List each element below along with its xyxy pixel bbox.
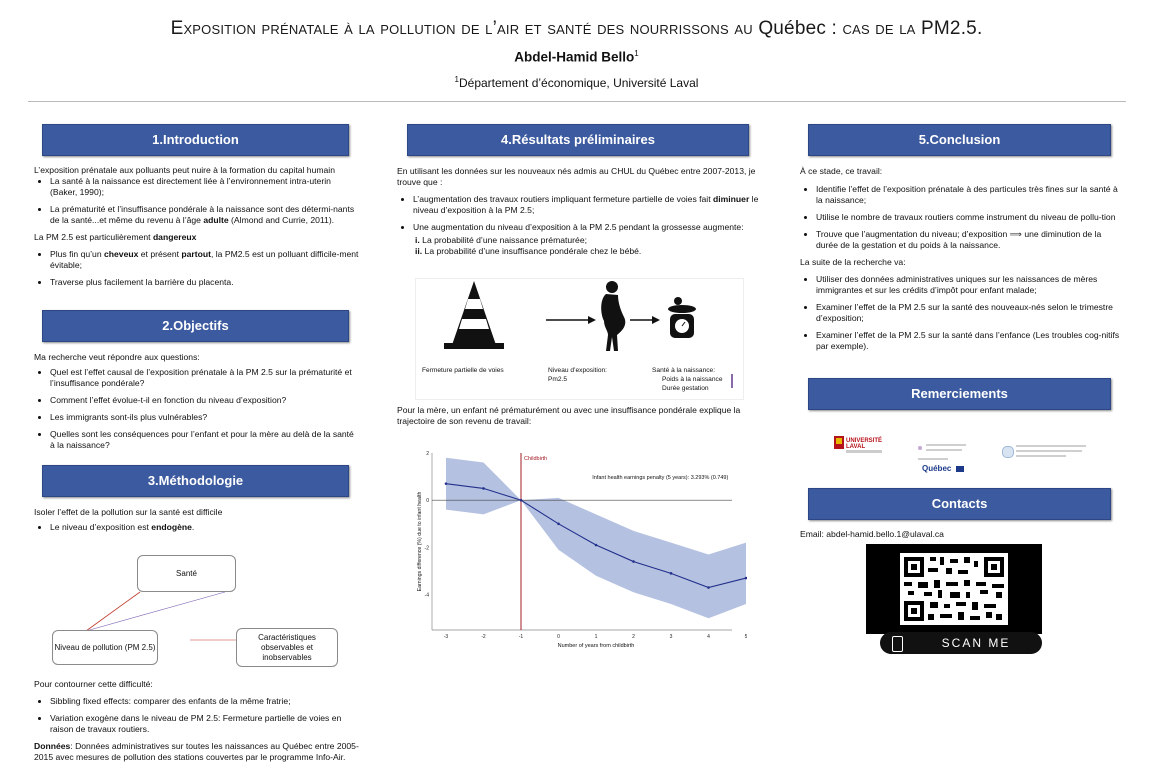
objectif-bullet: Les immigrants sont-ils plus vulnérables…: [50, 412, 360, 423]
chart-y-label: Earnings difference (%) due to infant he…: [417, 492, 423, 592]
chart-point: [557, 522, 560, 526]
diagram-box-pollution: Niveau de pollution (PM 2.5): [52, 630, 158, 665]
objectif-bullet: Quel est l’effet causal de l’exposition …: [50, 367, 360, 389]
methodologie-bullet: Variation exogène dans le niveau de PM 2…: [50, 713, 360, 735]
chart-point: [482, 487, 485, 490]
diagram-arrow: [85, 591, 226, 632]
quebec-fund-logo: Québec: [918, 444, 978, 474]
chart-x-tick-label: 1: [595, 634, 598, 640]
chart-confidence-band: [446, 457, 746, 619]
chart-childbirth-label: Childbirth: [524, 456, 547, 462]
chart-x-tick-label: 2: [632, 634, 635, 640]
author-name: Abdel-Hamid Bello1: [514, 49, 639, 65]
conclusion-bullet: Utiliser des données administratives uni…: [816, 274, 1120, 296]
pregnant-woman-icon: [601, 281, 626, 351]
conclusion-bullet: Trouve que l’augmentation du niveau; d’e…: [816, 229, 1120, 251]
chart-x-tick-label: 5: [745, 634, 747, 640]
figure-label-exposition-title: Niveau d’exposition:: [548, 367, 608, 374]
diagram-arrow: [85, 591, 141, 632]
section-header-resultats: 4.Résultats préliminaires: [407, 124, 749, 156]
methodologie-text: Isoler l’effet de la pollution sur la sa…: [34, 507, 360, 539]
chart-x-tick-label: 4: [707, 634, 710, 640]
resultat-bullet: L’augmentation des travaux routiers impl…: [413, 194, 763, 216]
conclusion-bullet: Examiner l’effet de la PM 2.5 sur la san…: [816, 330, 1120, 352]
objectif-bullet: Quelles sont les conséquences pour l’enf…: [50, 429, 360, 451]
contact-email[interactable]: Email: abdel-hamid.bello.1@ulaval.ca: [800, 529, 944, 539]
illustration-figure: Fermeture partielle de voies Niveau d’ex…: [415, 278, 744, 400]
intro-bullet: La prématurité et l’insuffisance pondéra…: [50, 204, 360, 226]
chart-point: [744, 576, 748, 580]
figure-label-poids: Poids à la naissance: [662, 376, 723, 383]
poster-title: Exposition prénatale à la pollution de l…: [170, 18, 983, 39]
chart-y-tick-label: -2: [425, 545, 430, 551]
figure-label-fermeture: Fermeture partielle de voies: [422, 367, 504, 374]
figure-marker: [731, 374, 733, 388]
section-header-introduction: 1.Introduction: [42, 124, 349, 156]
chart-point: [444, 482, 448, 485]
chart-x-tick-label: -3: [444, 634, 449, 640]
section-header-remerciements: Remerciements: [808, 378, 1111, 410]
chart-y-tick-label: 0: [426, 498, 429, 504]
chart-x-tick-label: -2: [481, 634, 486, 640]
earnings-chart: Childbirth -3 -2 -1 0 1 2 3 4 5 2 0 -2 -4 Infant healt…: [412, 448, 748, 649]
chart-x-tick-label: -1: [519, 634, 524, 640]
chart-point: [519, 498, 523, 502]
qr-code-icon: [900, 553, 1008, 625]
conclusion-bullet: Utilise le nombre de travaux routiers co…: [816, 212, 1120, 223]
flow-arrow-head: [588, 316, 596, 324]
chart-y-tick-label: 2: [426, 451, 429, 457]
chart-point: [669, 572, 673, 575]
methodologie-text-2: Pour contourner cette difficulté: Sibbli…: [34, 679, 360, 763]
scan-me-label: SCAN ME: [941, 636, 1011, 650]
universite-laval-logo: UNIVERSITÉ LAVAL: [834, 434, 882, 458]
section-header-objectifs: 2.Objectifs: [42, 310, 349, 342]
chart-x-label: Number of years from childbirth: [558, 643, 635, 648]
objectifs-text: Ma recherche veut répondre aux questions…: [34, 352, 360, 457]
conclusion-text: À ce stade, ce travail: Identifie l’effe…: [800, 166, 1120, 358]
resultats-text-2: Pour la mère, un enfant né prématurément…: [397, 405, 741, 426]
traffic-cone-icon: [444, 281, 504, 349]
resultats-text: En utilisant les données sur les nouveau…: [397, 166, 763, 257]
intro-bullet: La santé à la naissance est directement …: [50, 176, 360, 198]
chart-point: [707, 586, 710, 589]
intro-bullet: Plus fin qu’un cheveux et présent partou…: [50, 249, 360, 271]
baby-scale-icon: [668, 297, 696, 338]
scan-me-button[interactable]: SCAN ME: [880, 632, 1042, 654]
earnings-chart-svg: Childbirth -3 -2 -1 0 1 2 3 4 5 2 0 -2 -4 Infant healt…: [417, 451, 748, 649]
chart-point: [594, 543, 598, 547]
resultat-bullet: Une augmentation du niveau d’exposition …: [413, 222, 763, 233]
flow-arrow-head: [652, 316, 660, 324]
objectif-bullet: Comment l’effet évolue-t-il en fonction …: [50, 395, 360, 406]
figure-label-gestation: Durée gestation: [662, 385, 709, 392]
section-header-methodologie: 3.Méthodologie: [42, 465, 349, 497]
affiliation: 1Département d’économique, Université La…: [454, 75, 699, 90]
introduction-text: L’exposition prénatale aux polluants peu…: [34, 165, 360, 294]
figure-label-exposition-value: Pm2.5: [548, 376, 568, 383]
chart-y-tick-label: -4: [425, 593, 430, 599]
chart-point: [632, 560, 635, 563]
methodologie-bullet: Le niveau d’exposition est endogène.: [50, 522, 360, 533]
diagram-box-caracteristiques: Caractéristiques observables et inobserv…: [236, 628, 338, 667]
chart-x-tick-label: 0: [557, 634, 560, 640]
conclusion-bullet: Identifie l’effet de l’exposition prénat…: [816, 184, 1120, 206]
header-divider: [28, 101, 1126, 102]
figure-label-sante-title: Santé à la naissance:: [652, 367, 716, 374]
section-header-conclusion: 5.Conclusion: [808, 124, 1111, 156]
chart-annotation: Infant health earnings penalty (5 years)…: [592, 475, 728, 481]
intro-bullet: Traverse plus facilement la barrière du …: [50, 277, 360, 288]
methodologie-bullet: Sibbling fixed effects: comparer des enf…: [50, 696, 360, 707]
qr-code-frame[interactable]: [866, 544, 1042, 634]
section-header-contacts: Contacts: [808, 488, 1111, 520]
chart-x-tick-label: 3: [670, 634, 673, 640]
chaire-recherche-logo: [1002, 444, 1088, 460]
causal-diagram: [85, 591, 238, 641]
conclusion-bullet: Examiner l’effet de la PM 2.5 sur la san…: [816, 302, 1120, 324]
diagram-box-sante: Santé: [137, 555, 236, 592]
phone-icon: [892, 636, 903, 652]
